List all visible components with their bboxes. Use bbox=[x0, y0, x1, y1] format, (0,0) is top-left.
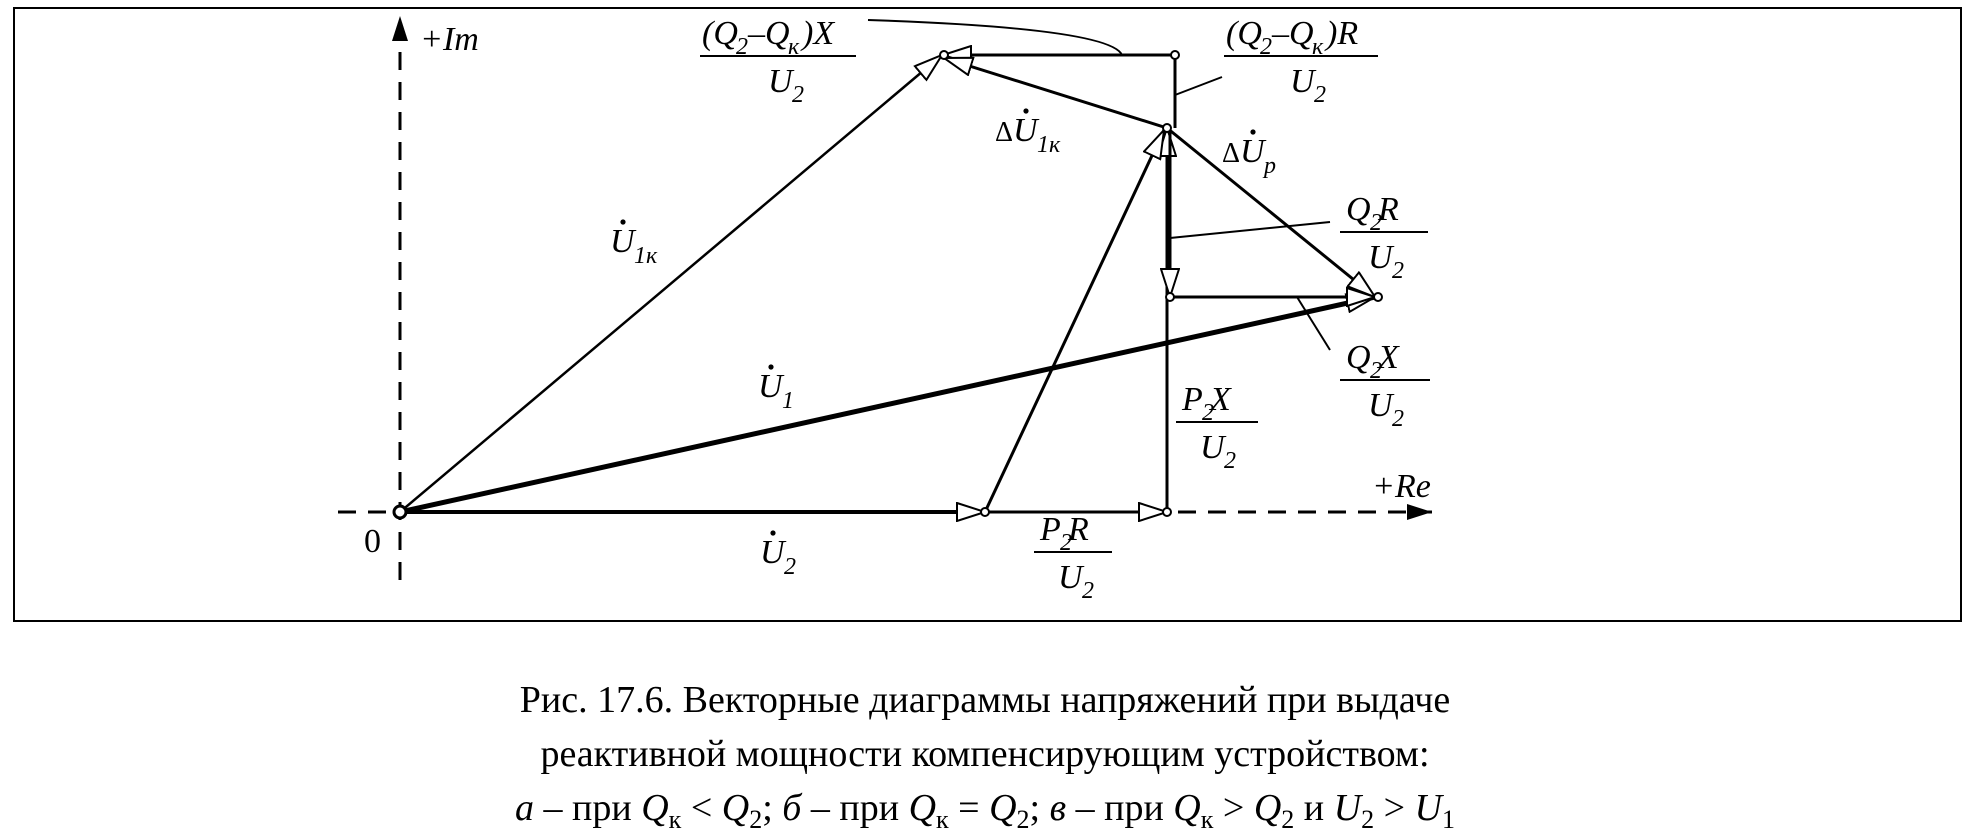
caption-line-2: реактивной мощности компенсирующим устро… bbox=[540, 733, 1429, 775]
svg-text:P: P bbox=[1039, 511, 1061, 548]
svg-text:P: P bbox=[1181, 381, 1203, 418]
origin-node bbox=[392, 504, 408, 520]
node bbox=[1162, 507, 1172, 517]
svg-text:р: р bbox=[1262, 153, 1276, 179]
node bbox=[1170, 50, 1180, 60]
node bbox=[980, 507, 990, 517]
svg-text:U: U bbox=[1290, 63, 1317, 100]
svg-text:)X: )X bbox=[800, 15, 835, 52]
svg-text:)R: )R bbox=[1324, 15, 1358, 52]
svg-text:2: 2 bbox=[1082, 578, 1094, 604]
svg-text:2: 2 bbox=[736, 34, 748, 60]
leader-qqr bbox=[1174, 76, 1223, 96]
svg-text:к: к bbox=[788, 34, 800, 60]
svg-text:U: U bbox=[1368, 387, 1395, 424]
svg-text:2: 2 bbox=[1260, 34, 1272, 60]
svg-text:2: 2 bbox=[1202, 400, 1214, 426]
svg-text:U: U bbox=[760, 534, 787, 571]
svg-text:R: R bbox=[1377, 191, 1399, 228]
svg-text:(Q: (Q bbox=[1226, 15, 1262, 52]
vector-delta-up bbox=[1166, 126, 1375, 297]
svg-text:(Q: (Q bbox=[702, 15, 738, 52]
leader-qqx bbox=[867, 19, 1123, 56]
svg-text:U: U bbox=[610, 223, 637, 260]
im-axis-label: +Im bbox=[420, 21, 479, 58]
svg-text:2: 2 bbox=[1392, 406, 1404, 432]
diagram-border bbox=[13, 7, 1962, 622]
svg-text:–Q: –Q bbox=[1271, 15, 1314, 52]
svg-text:2: 2 bbox=[1370, 210, 1382, 236]
svg-text:2: 2 bbox=[792, 82, 804, 108]
fraction-p2x: P 2 X U 2 bbox=[1176, 381, 1258, 474]
node bbox=[1165, 292, 1175, 302]
svg-text:2: 2 bbox=[1060, 530, 1072, 556]
svg-text:U: U bbox=[1200, 429, 1227, 466]
svg-text:X: X bbox=[1376, 339, 1400, 376]
svg-text:U: U bbox=[1013, 112, 1040, 149]
svg-text:2: 2 bbox=[1314, 82, 1326, 108]
label-delta-u1k: Δ U 1к bbox=[995, 108, 1061, 158]
svg-text:U: U bbox=[1240, 133, 1267, 170]
fraction-q2r: Q 2 R U 2 bbox=[1340, 191, 1428, 284]
fraction-q2x: Q 2 X U 2 bbox=[1340, 339, 1430, 432]
svg-text:U: U bbox=[1368, 239, 1395, 276]
node bbox=[939, 50, 949, 60]
origin-label: 0 bbox=[364, 523, 381, 560]
label-u2: U 2 bbox=[760, 530, 796, 580]
svg-text:2: 2 bbox=[1392, 258, 1404, 284]
node bbox=[1373, 292, 1383, 302]
fraction-qqr: (Q 2 –Q к )R U 2 bbox=[1224, 15, 1378, 108]
re-axis-label: +Re bbox=[1372, 468, 1431, 505]
leader-q2x bbox=[1296, 296, 1331, 351]
caption-line-1: Рис. 17.6. Векторные диаграммы напряжени… bbox=[520, 679, 1450, 721]
vector-u1 bbox=[399, 297, 1375, 515]
vector-u1k bbox=[399, 55, 942, 513]
label-u1: U 1 bbox=[758, 364, 794, 414]
svg-text:к: к bbox=[1312, 34, 1324, 60]
svg-text:1к: 1к bbox=[634, 243, 658, 269]
svg-text:R: R bbox=[1067, 511, 1089, 548]
svg-text:1к: 1к bbox=[1037, 132, 1061, 158]
svg-text:–Q: –Q bbox=[747, 15, 790, 52]
fraction-qqx: (Q 2 –Q к )X U 2 bbox=[700, 15, 856, 108]
svg-text:2: 2 bbox=[784, 554, 796, 580]
svg-text:U: U bbox=[768, 63, 795, 100]
svg-text:U: U bbox=[1058, 559, 1085, 596]
label-delta-up: Δ U р bbox=[1222, 129, 1276, 179]
caption-line-3: а – при Qк < Q2; б – при Qк = Q2; в – пр… bbox=[515, 787, 1455, 834]
vector-delta-u1k bbox=[944, 56, 1168, 130]
label-u1k: U 1к bbox=[610, 219, 658, 269]
fraction-p2r: P 2 R U 2 bbox=[1034, 511, 1112, 604]
svg-text:1: 1 bbox=[782, 388, 794, 414]
svg-text:Q: Q bbox=[1346, 339, 1371, 376]
svg-text:Δ: Δ bbox=[995, 117, 1013, 148]
svg-text:U: U bbox=[758, 368, 785, 405]
node bbox=[1162, 123, 1172, 133]
svg-text:2: 2 bbox=[1224, 448, 1236, 474]
svg-text:Q: Q bbox=[1346, 191, 1371, 228]
vector-u-intermediate bbox=[983, 130, 1164, 513]
svg-text:2: 2 bbox=[1370, 358, 1382, 384]
svg-text:Δ: Δ bbox=[1222, 138, 1240, 169]
svg-text:X: X bbox=[1208, 381, 1232, 418]
leader-q2r bbox=[1169, 221, 1331, 239]
